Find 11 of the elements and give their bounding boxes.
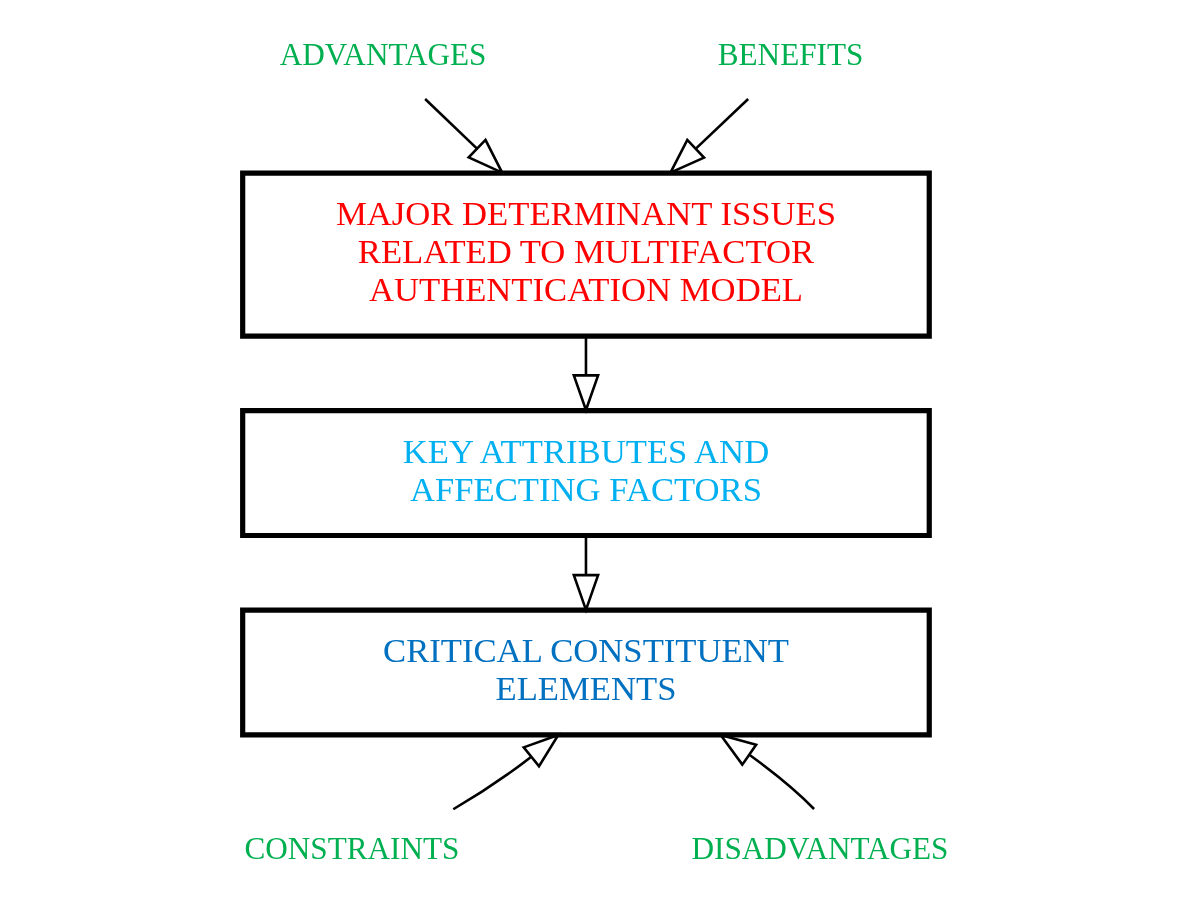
node-box: MAJOR DETERMINANT ISSUES RELATED TO MULTIFACTOR AUTHENTICATION MODEL [239, 170, 932, 339]
node-box: KEY ATTRIBUTES AND AFFECTING FACTORS [239, 408, 932, 539]
arrow [716, 732, 815, 810]
node-text: BENEFITS [717, 36, 863, 72]
node-text: CONSTRAINTS [243, 830, 459, 866]
node-text: ADVANTAGES [279, 36, 486, 72]
arrow [571, 336, 600, 414]
arrow [452, 732, 561, 811]
arrow [571, 535, 600, 614]
node-text: DISADVANTAGES [691, 830, 948, 866]
node-box: CRITICAL CONSTITUENT ELEMENTS [239, 607, 932, 738]
